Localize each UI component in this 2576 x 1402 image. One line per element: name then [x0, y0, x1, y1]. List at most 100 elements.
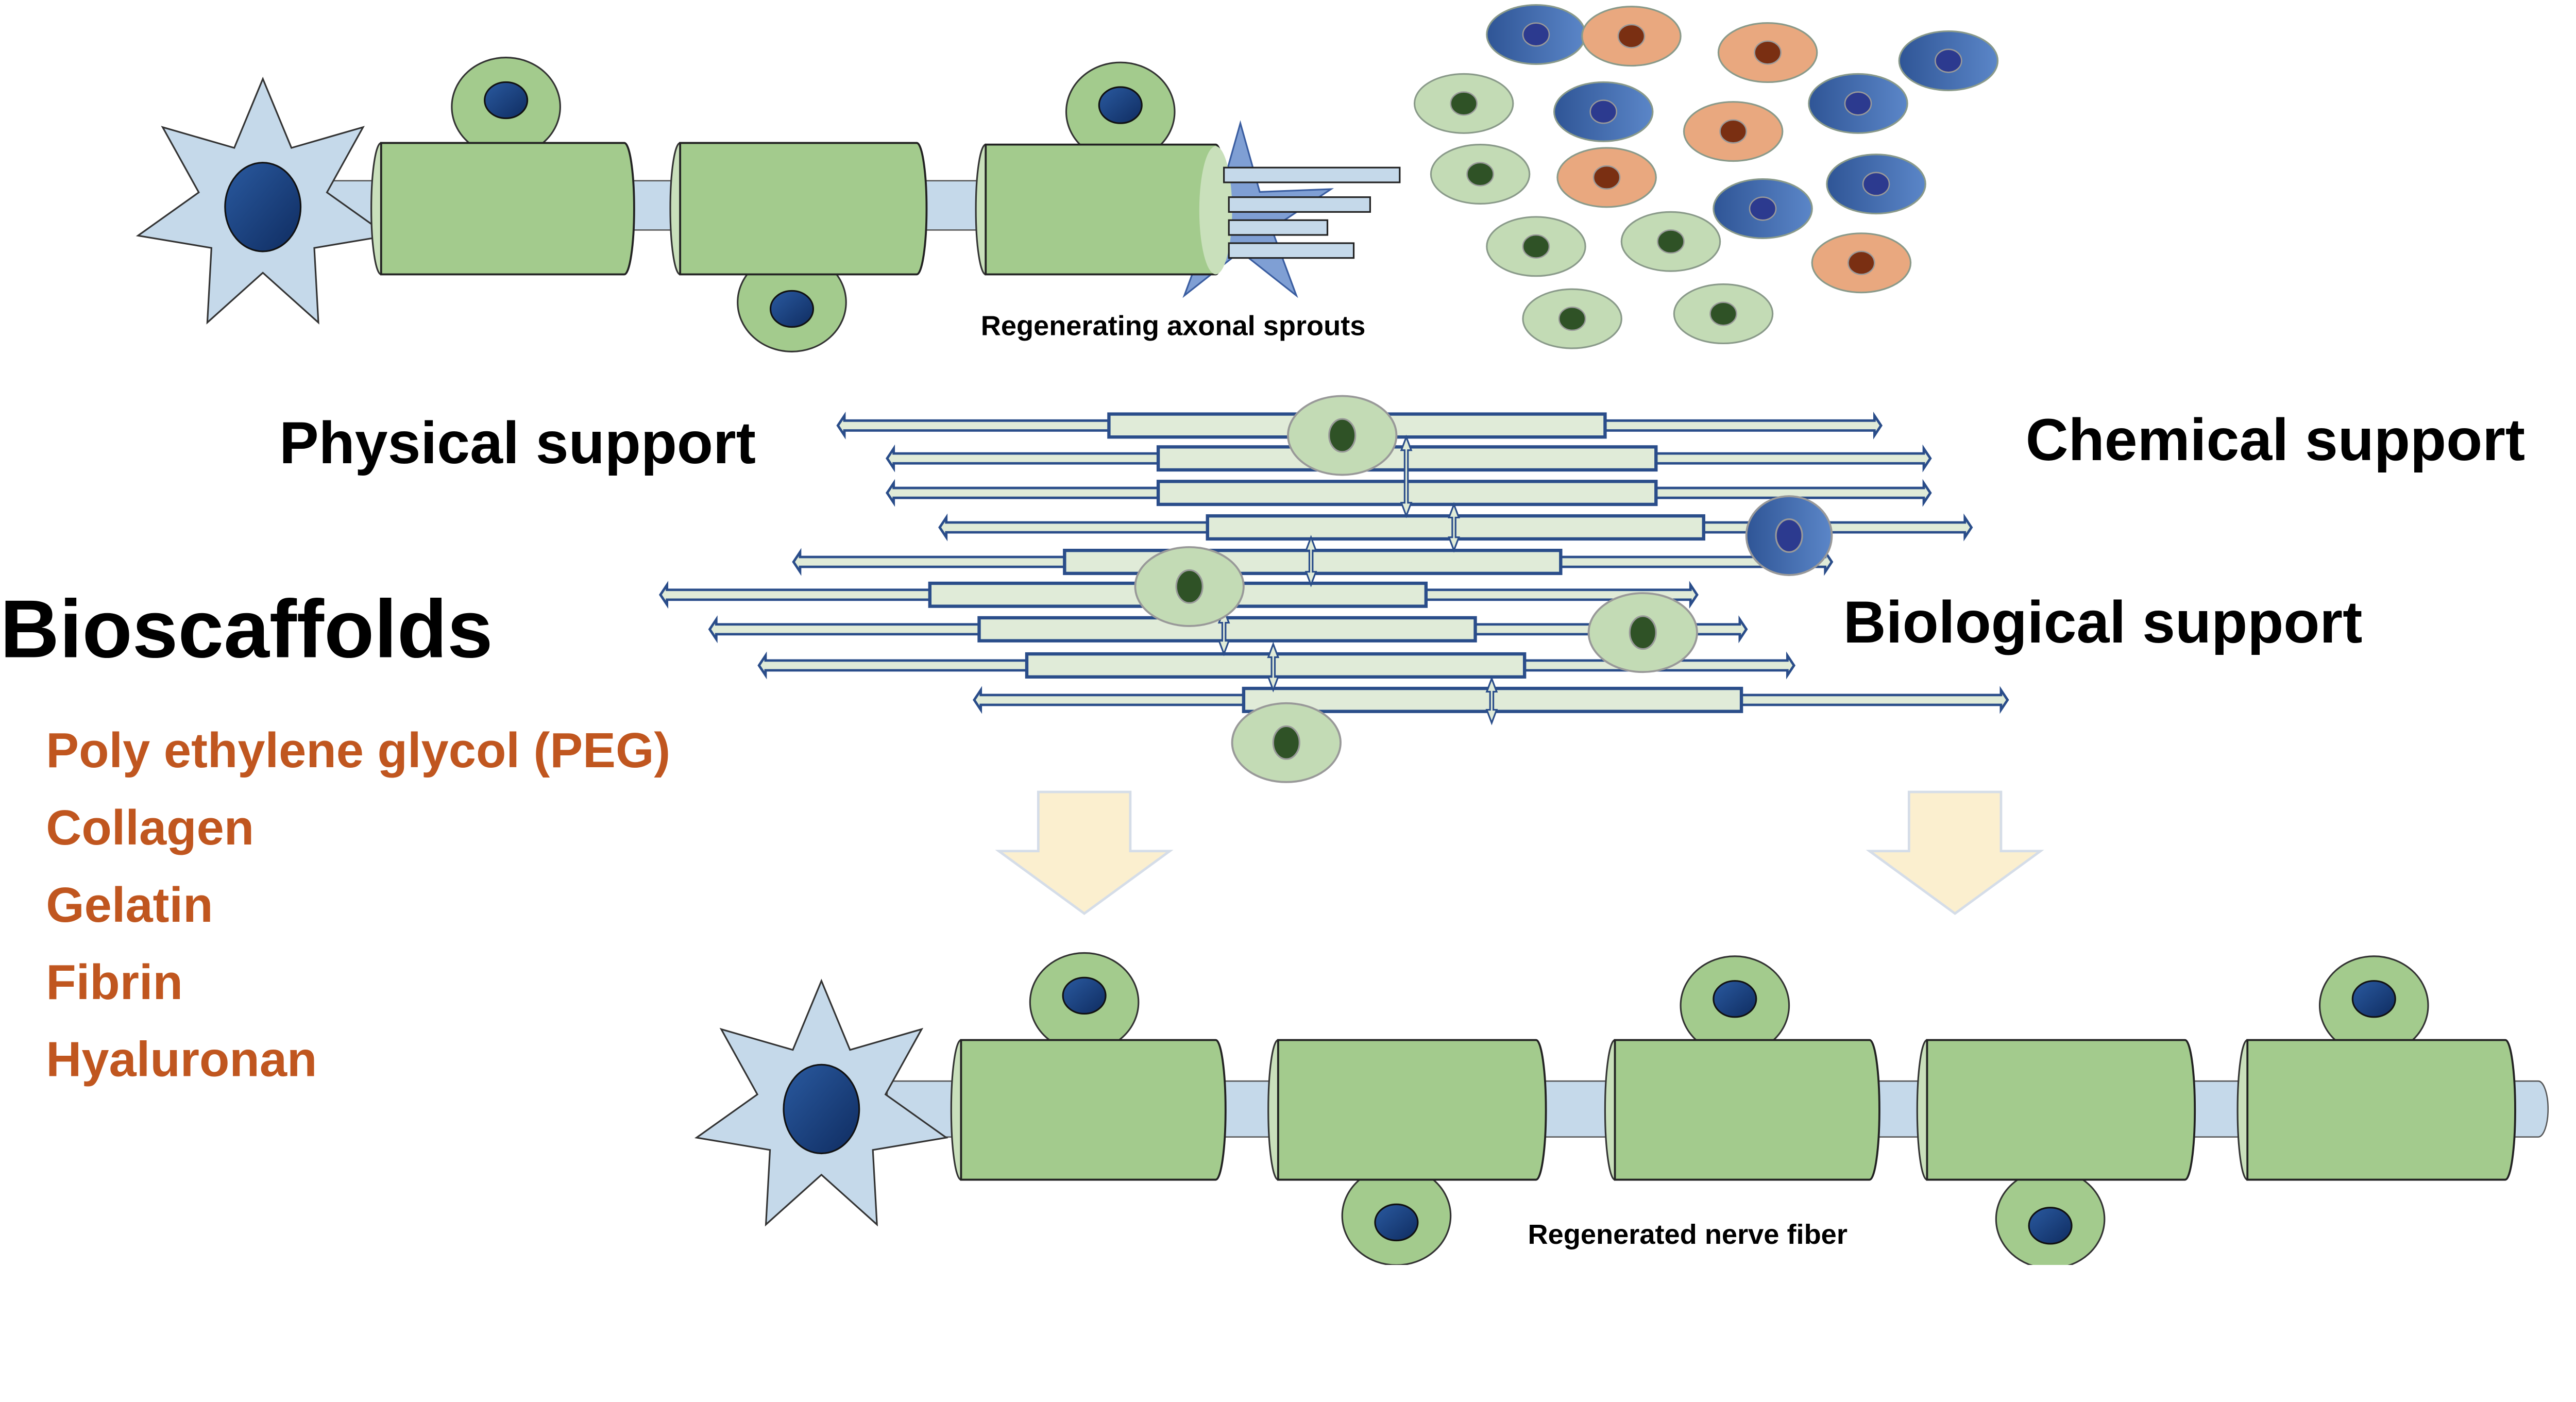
scaffold-green-cell [1231, 702, 1342, 783]
segment-body [679, 142, 928, 276]
axonal-sprout [1228, 242, 1355, 259]
cell-nucleus [1272, 725, 1300, 760]
orange-cell-nucleus [1719, 119, 1747, 144]
schwann-cell [2318, 955, 2429, 1056]
myelin-sheath-segment [370, 142, 635, 276]
schwann-cell [1341, 1165, 1452, 1265]
blue-cell-nucleus [1749, 196, 1777, 221]
green-cell-nucleus [1450, 91, 1478, 116]
orange-cell-nucleus [1848, 250, 1875, 275]
segment-open-end [1199, 146, 1232, 275]
segment-body [380, 142, 635, 276]
green-cell [1673, 283, 1774, 345]
orange-cell-nucleus [1617, 24, 1646, 48]
scaffold-item: Collagen [46, 800, 254, 855]
green-cell-nucleus [1709, 301, 1737, 326]
scaffold-item: Poly ethylene glycol (PEG) [46, 723, 670, 778]
scaffold-crosslink [1217, 607, 1230, 656]
segment-body [985, 143, 1227, 276]
myelin-sheath-segment [975, 143, 1227, 276]
physical-support-label: Physical support [279, 410, 756, 476]
axonal-sprout [1228, 196, 1371, 213]
sprouts-label: Regenerating axonal sprouts [981, 311, 1366, 342]
schwann-cell-nucleus [1713, 980, 1757, 1018]
green-cell-nucleus [1657, 229, 1685, 254]
orange-cell [1811, 232, 1912, 294]
scaffold-crosslink [1400, 434, 1413, 518]
green-cell [1486, 216, 1586, 277]
green-cell [1522, 288, 1622, 349]
segment-body [960, 1039, 1227, 1181]
cell-nucleus [1175, 569, 1204, 604]
blue-cell [1826, 154, 1926, 215]
down-arrow-icon [995, 790, 1174, 915]
blue-cell-nucleus [1935, 48, 1962, 73]
bioscaffolds-title: Bioscaffolds [0, 583, 493, 675]
green-cell [1620, 211, 1721, 272]
biological-support-label: Biological support [1843, 589, 2363, 655]
blue-cell [1553, 81, 1654, 142]
blue-cell-nucleus [1522, 22, 1550, 47]
myelin-sheath-segment [1916, 1039, 2196, 1181]
scaffold-fiber [708, 615, 1748, 644]
orange-cell [1683, 101, 1784, 162]
segment-body [1926, 1039, 2196, 1181]
orange-cell [1556, 147, 1657, 208]
green-cell [1430, 144, 1531, 205]
green-cell-nucleus [1558, 307, 1586, 331]
blue-cell [1808, 73, 1908, 134]
regenerated-fiber-label: Regenerated nerve fiber [1528, 1219, 1848, 1250]
cell-nucleus [1775, 518, 1803, 553]
scaffold-crosslink [1267, 641, 1280, 692]
schwann-cell-nucleus [1062, 976, 1107, 1015]
cell-nucleus [1629, 615, 1657, 650]
schwann-cell-nucleus [484, 81, 529, 120]
orange-cell-nucleus [1592, 165, 1621, 190]
scaffold-green-cell [1134, 546, 1245, 627]
scaffold-blue-cell [1745, 495, 1833, 576]
scaffold-item: Fibrin [46, 955, 183, 1010]
neuron-nucleus [224, 162, 302, 252]
scaffold-green-cell [1587, 592, 1698, 673]
blue-cell [1713, 178, 1813, 239]
scaffold-crosslink [1304, 535, 1317, 587]
scaffold-item: Hyaluronan [46, 1032, 317, 1087]
myelin-sheath-segment [950, 1039, 1227, 1181]
myelin-sheath-segment [2236, 1039, 2516, 1181]
nerve-regeneration-diagram: Regenerating axonal sprouts Physical sup… [0, 4, 2549, 1265]
diagram-shapes [135, 4, 2549, 1265]
down-arrow-icon [1866, 790, 2044, 915]
myelin-sheath-segment [1267, 1039, 1547, 1181]
schwann-cell-nucleus [1098, 86, 1143, 124]
myelin-sheath-segment [669, 142, 928, 276]
segment-body [1614, 1039, 1880, 1181]
green-cell-nucleus [1522, 234, 1550, 259]
schwann-cell-nucleus [1374, 1203, 1419, 1242]
axonal-sprout [1228, 219, 1329, 236]
blue-cell-nucleus [1844, 91, 1872, 116]
neuron-nucleus [783, 1063, 860, 1155]
scaffold-crosslink [1448, 502, 1460, 553]
axonal-sprout [1223, 166, 1401, 183]
scaffold-crosslink [1485, 676, 1498, 725]
orange-cell [1581, 6, 1682, 67]
segment-body [2246, 1039, 2516, 1181]
schwann-cell [1065, 61, 1176, 162]
schwann-cell [737, 252, 847, 352]
scaffold-green-cell [1287, 395, 1398, 476]
green-cell [1413, 73, 1514, 134]
orange-cell-nucleus [1754, 40, 1782, 65]
schwann-cell [1995, 1169, 2106, 1265]
schwann-cell-nucleus [2351, 980, 2396, 1018]
blue-cell-nucleus [1589, 99, 1618, 124]
cell-nucleus [1328, 418, 1357, 453]
scaffold-item: Gelatin [46, 877, 213, 933]
myelin-sheath-segment [1604, 1039, 1880, 1181]
schwann-cell [451, 57, 561, 157]
segment-body [1277, 1039, 1547, 1181]
orange-cell [1717, 22, 1818, 83]
chemical-support-label: Chemical support [2026, 407, 2525, 473]
blue-cell-nucleus [1862, 172, 1890, 196]
blue-cell [1898, 30, 1999, 91]
green-cell-nucleus [1466, 162, 1494, 187]
